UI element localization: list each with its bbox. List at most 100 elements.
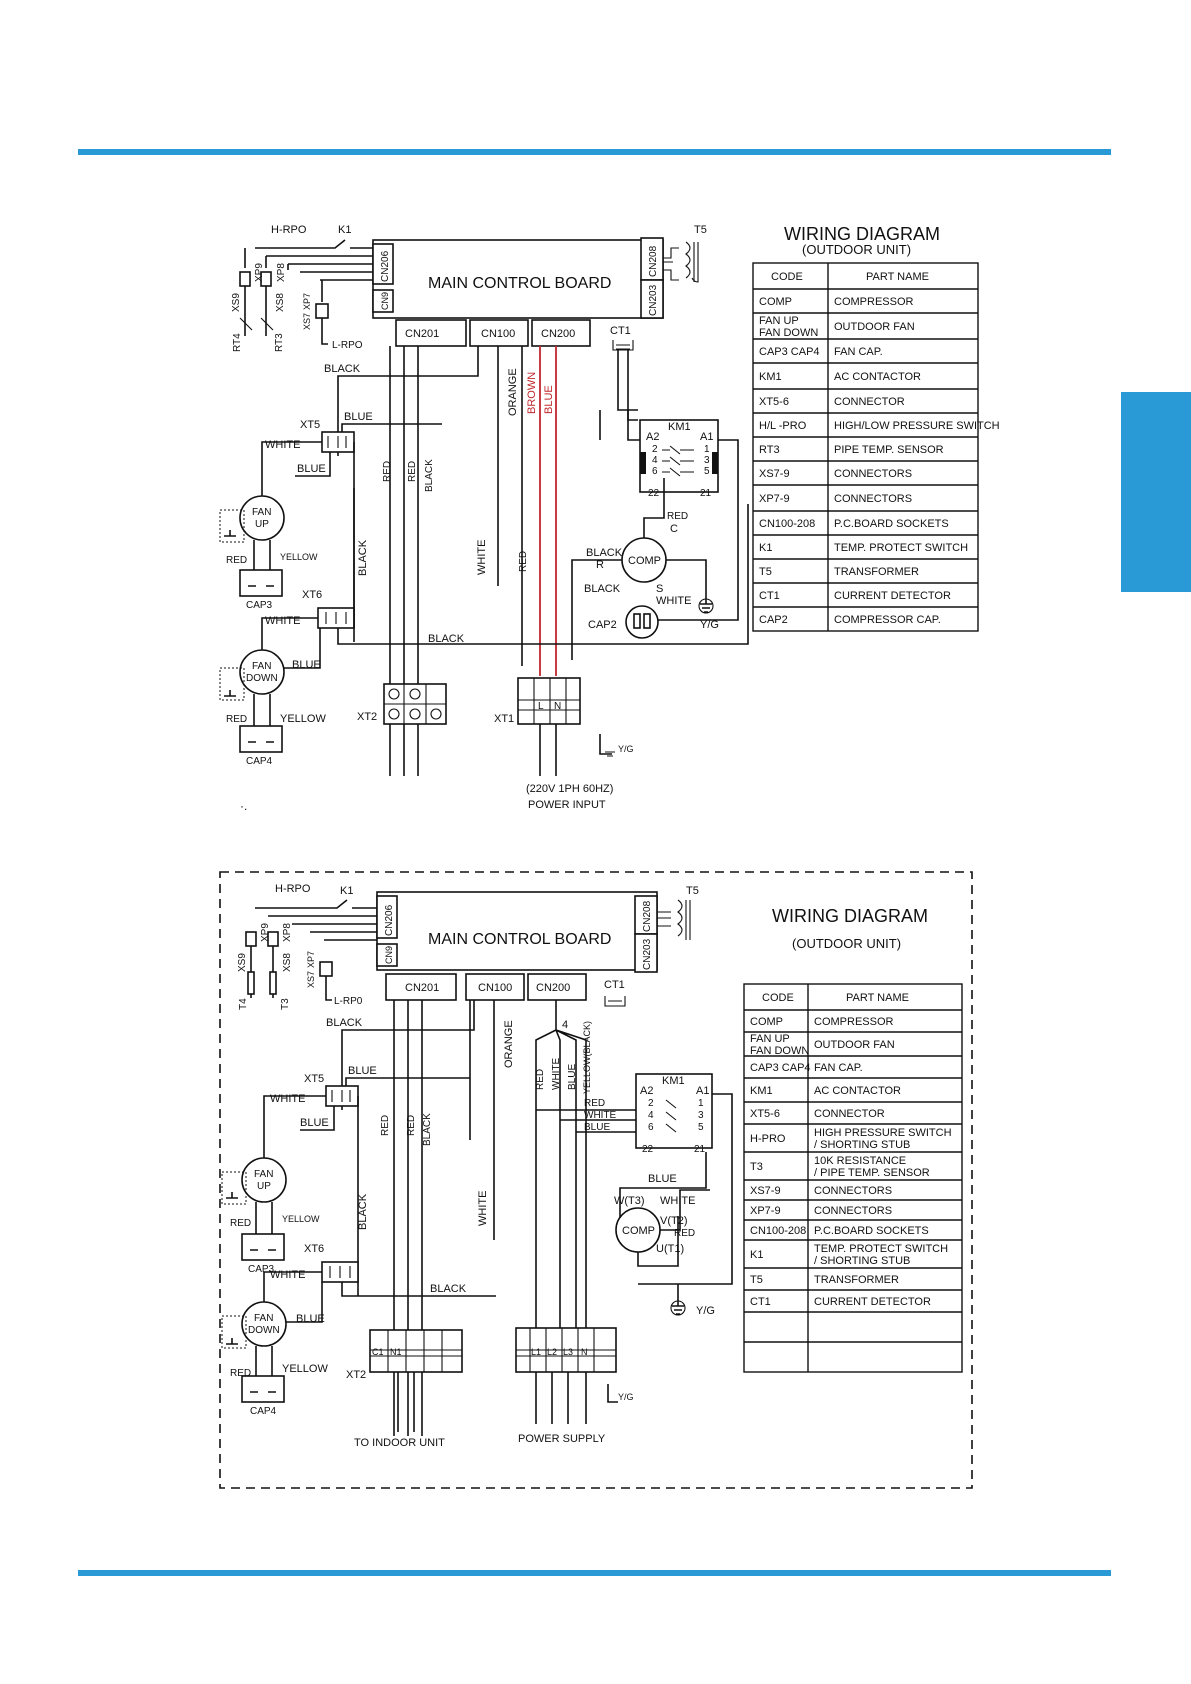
wiring-diagram-1: MAIN CONTROL BOARD CN206 CN9 CN208 CN203… — [219, 224, 1000, 813]
d1-table-cell: XP7-9 — [759, 493, 790, 505]
xt6-label-1: XT6 — [302, 589, 322, 601]
power-input-label-1: POWER INPUT — [528, 799, 606, 811]
d2-table-cell: FAN CAP. — [814, 1062, 863, 1074]
d2-table-cell: CT1 — [750, 1296, 771, 1308]
wire-red-label-c-2: RED — [535, 1069, 546, 1090]
xp7-label-2: XP7 — [306, 951, 316, 968]
cn203-label-2: CN203 — [642, 938, 653, 970]
board-label-1: MAIN CONTROL BOARD — [428, 275, 611, 292]
wire-blue-label-f-2: BLUE — [296, 1313, 325, 1325]
wire-red-label-b-1: RED — [407, 461, 418, 482]
sensor-wires-1 — [255, 239, 373, 281]
d1-table-cell: TEMP. PROTECT SWITCH — [834, 542, 968, 554]
xt6-label-2: XT6 — [304, 1243, 324, 1255]
terminal-l3-label-2: L3 — [563, 1347, 573, 1357]
lrpo-label-2: L-RP0 — [334, 996, 363, 1007]
wire-black-label-2: BLACK — [326, 1017, 363, 1029]
terminal-l2-label-2: L2 — [547, 1347, 557, 1357]
xs7-connector-1 — [315, 303, 329, 319]
fan-down-fan-label-2: FAN — [254, 1313, 273, 1324]
wire-red-label-e-1: RED — [226, 555, 247, 566]
km1-terminal-1-2: 1 — [698, 1098, 704, 1109]
to-indoor-label-2: TO INDOOR UNIT — [354, 1437, 445, 1449]
fan-down-wires-1 — [261, 488, 749, 669]
km1-contacts-icon-2 — [665, 1099, 677, 1133]
wire-white-label-a-2: WHITE — [551, 1057, 562, 1090]
cn201-socket-2 — [385, 973, 457, 1001]
fan-up-wires-2 — [263, 1077, 470, 1296]
fan-up-motor-2 — [241, 1157, 287, 1203]
d2-table-cell: CONNECTORS — [814, 1185, 892, 1197]
rt3-label-1: RT3 — [274, 333, 285, 352]
cn9-label-1: CN9 — [380, 292, 390, 310]
comp-w-label-2: W(T3) — [614, 1195, 645, 1207]
d1-table-cell: FAN UP — [759, 315, 799, 327]
km1-terminal-21-1: 21 — [700, 488, 712, 499]
xt1-l-label-1: L — [538, 701, 544, 712]
ground-icon-b-2 — [226, 1192, 238, 1199]
cap3-capacitor-1 — [239, 569, 283, 597]
wire-black-label-b-1: BLACK — [424, 459, 435, 492]
cn200-label-2: CN200 — [536, 982, 570, 994]
km1-label-2: KM1 — [662, 1075, 685, 1087]
wire-black-label-d-1: BLACK — [584, 583, 621, 595]
cn203-socket-1 — [640, 279, 664, 319]
cn208-label-1: CN208 — [648, 245, 659, 277]
cn201-label-1: CN201 — [405, 328, 439, 340]
wire-blue-label-b-1: BLUE — [344, 411, 373, 423]
fan-down-down-label-1: DOWN — [246, 673, 278, 684]
main-control-board-1 — [372, 239, 664, 319]
comp-s-label-1: S — [656, 583, 663, 595]
diagram-subtitle-1: (OUTDOOR UNIT) — [802, 242, 911, 257]
cn200-label-1: CN200 — [541, 328, 575, 340]
km1-terminal-6-2: 6 — [648, 1122, 654, 1133]
d2-table-header-cell: CODE — [762, 992, 794, 1004]
km1-terminal-22-2: 22 — [642, 1144, 654, 1155]
xp7-label-1: XP7 — [302, 293, 312, 310]
d2-table-cell: CN100-208 — [750, 1225, 806, 1237]
t4-label-2: T4 — [238, 998, 249, 1010]
d1-table-cell: AC CONTACTOR — [834, 371, 921, 383]
d2-table-cell: K1 — [750, 1249, 763, 1261]
km1-a2-wire-1 — [627, 410, 640, 441]
wire-red-label-f-1: RED — [226, 714, 247, 725]
t3-resistor-2 — [269, 971, 277, 995]
km1-terminal-2-2: 2 — [648, 1098, 654, 1109]
yg-label-2: Y/G — [696, 1305, 715, 1317]
xt6-pins-2 — [329, 1266, 351, 1278]
yg-small-label-1: Y/G — [618, 744, 634, 754]
wire-orange-label-1: ORANGE — [507, 368, 519, 416]
km1-contacts-icon-1 — [662, 445, 694, 477]
wire-yellow-label-a-2: YELLOW — [282, 1214, 320, 1224]
sensor-drops-1 — [244, 248, 323, 302]
wire-blue-label-c-2: BLUE — [648, 1173, 677, 1185]
comp-c-label-1: C — [670, 523, 678, 535]
km1-terminal-2-1: 2 — [652, 444, 658, 455]
cn100-wires-1 — [497, 346, 523, 666]
xs7-connector-2 — [319, 961, 333, 977]
d1-table-cell: KM1 — [759, 371, 782, 383]
t5-label-2: T5 — [686, 885, 699, 897]
sensor-leads-1 — [244, 286, 267, 336]
d2-table-cell: COMP — [750, 1016, 783, 1028]
xt5-label-1: XT5 — [300, 419, 320, 431]
d2-table-cell: CAP3 CAP4 — [750, 1062, 811, 1074]
ct1-label-2: CT1 — [604, 979, 625, 991]
xt1-n-label-1: N — [554, 701, 561, 712]
cn100-label-1: CN100 — [481, 328, 515, 340]
t4-resistor-2 — [247, 971, 255, 995]
d1-table-cell: T5 — [759, 566, 772, 578]
comp-v-label-2: V(T2) — [660, 1215, 688, 1227]
power-supply-label-2: POWER SUPPLY — [518, 1433, 606, 1445]
d2-table-cell: AC CONTACTOR — [814, 1085, 901, 1097]
wire-blue-label-d-1: BLUE — [292, 659, 321, 671]
terminal-n-label-2: N — [581, 1347, 588, 1357]
d1-table-cell: CONNECTORS — [834, 493, 912, 505]
xt2-grid-1 — [384, 684, 446, 724]
km1-label-1: KM1 — [668, 421, 691, 433]
d2-table-header-cell: PART NAME — [846, 992, 909, 1004]
cn201-label-2: CN201 — [405, 982, 439, 994]
sensor-wires-2 — [255, 899, 377, 941]
d1-table-cell: CAP3 CAP4 — [759, 346, 820, 358]
wire-blue-label-d-2: BLUE — [348, 1065, 377, 1077]
